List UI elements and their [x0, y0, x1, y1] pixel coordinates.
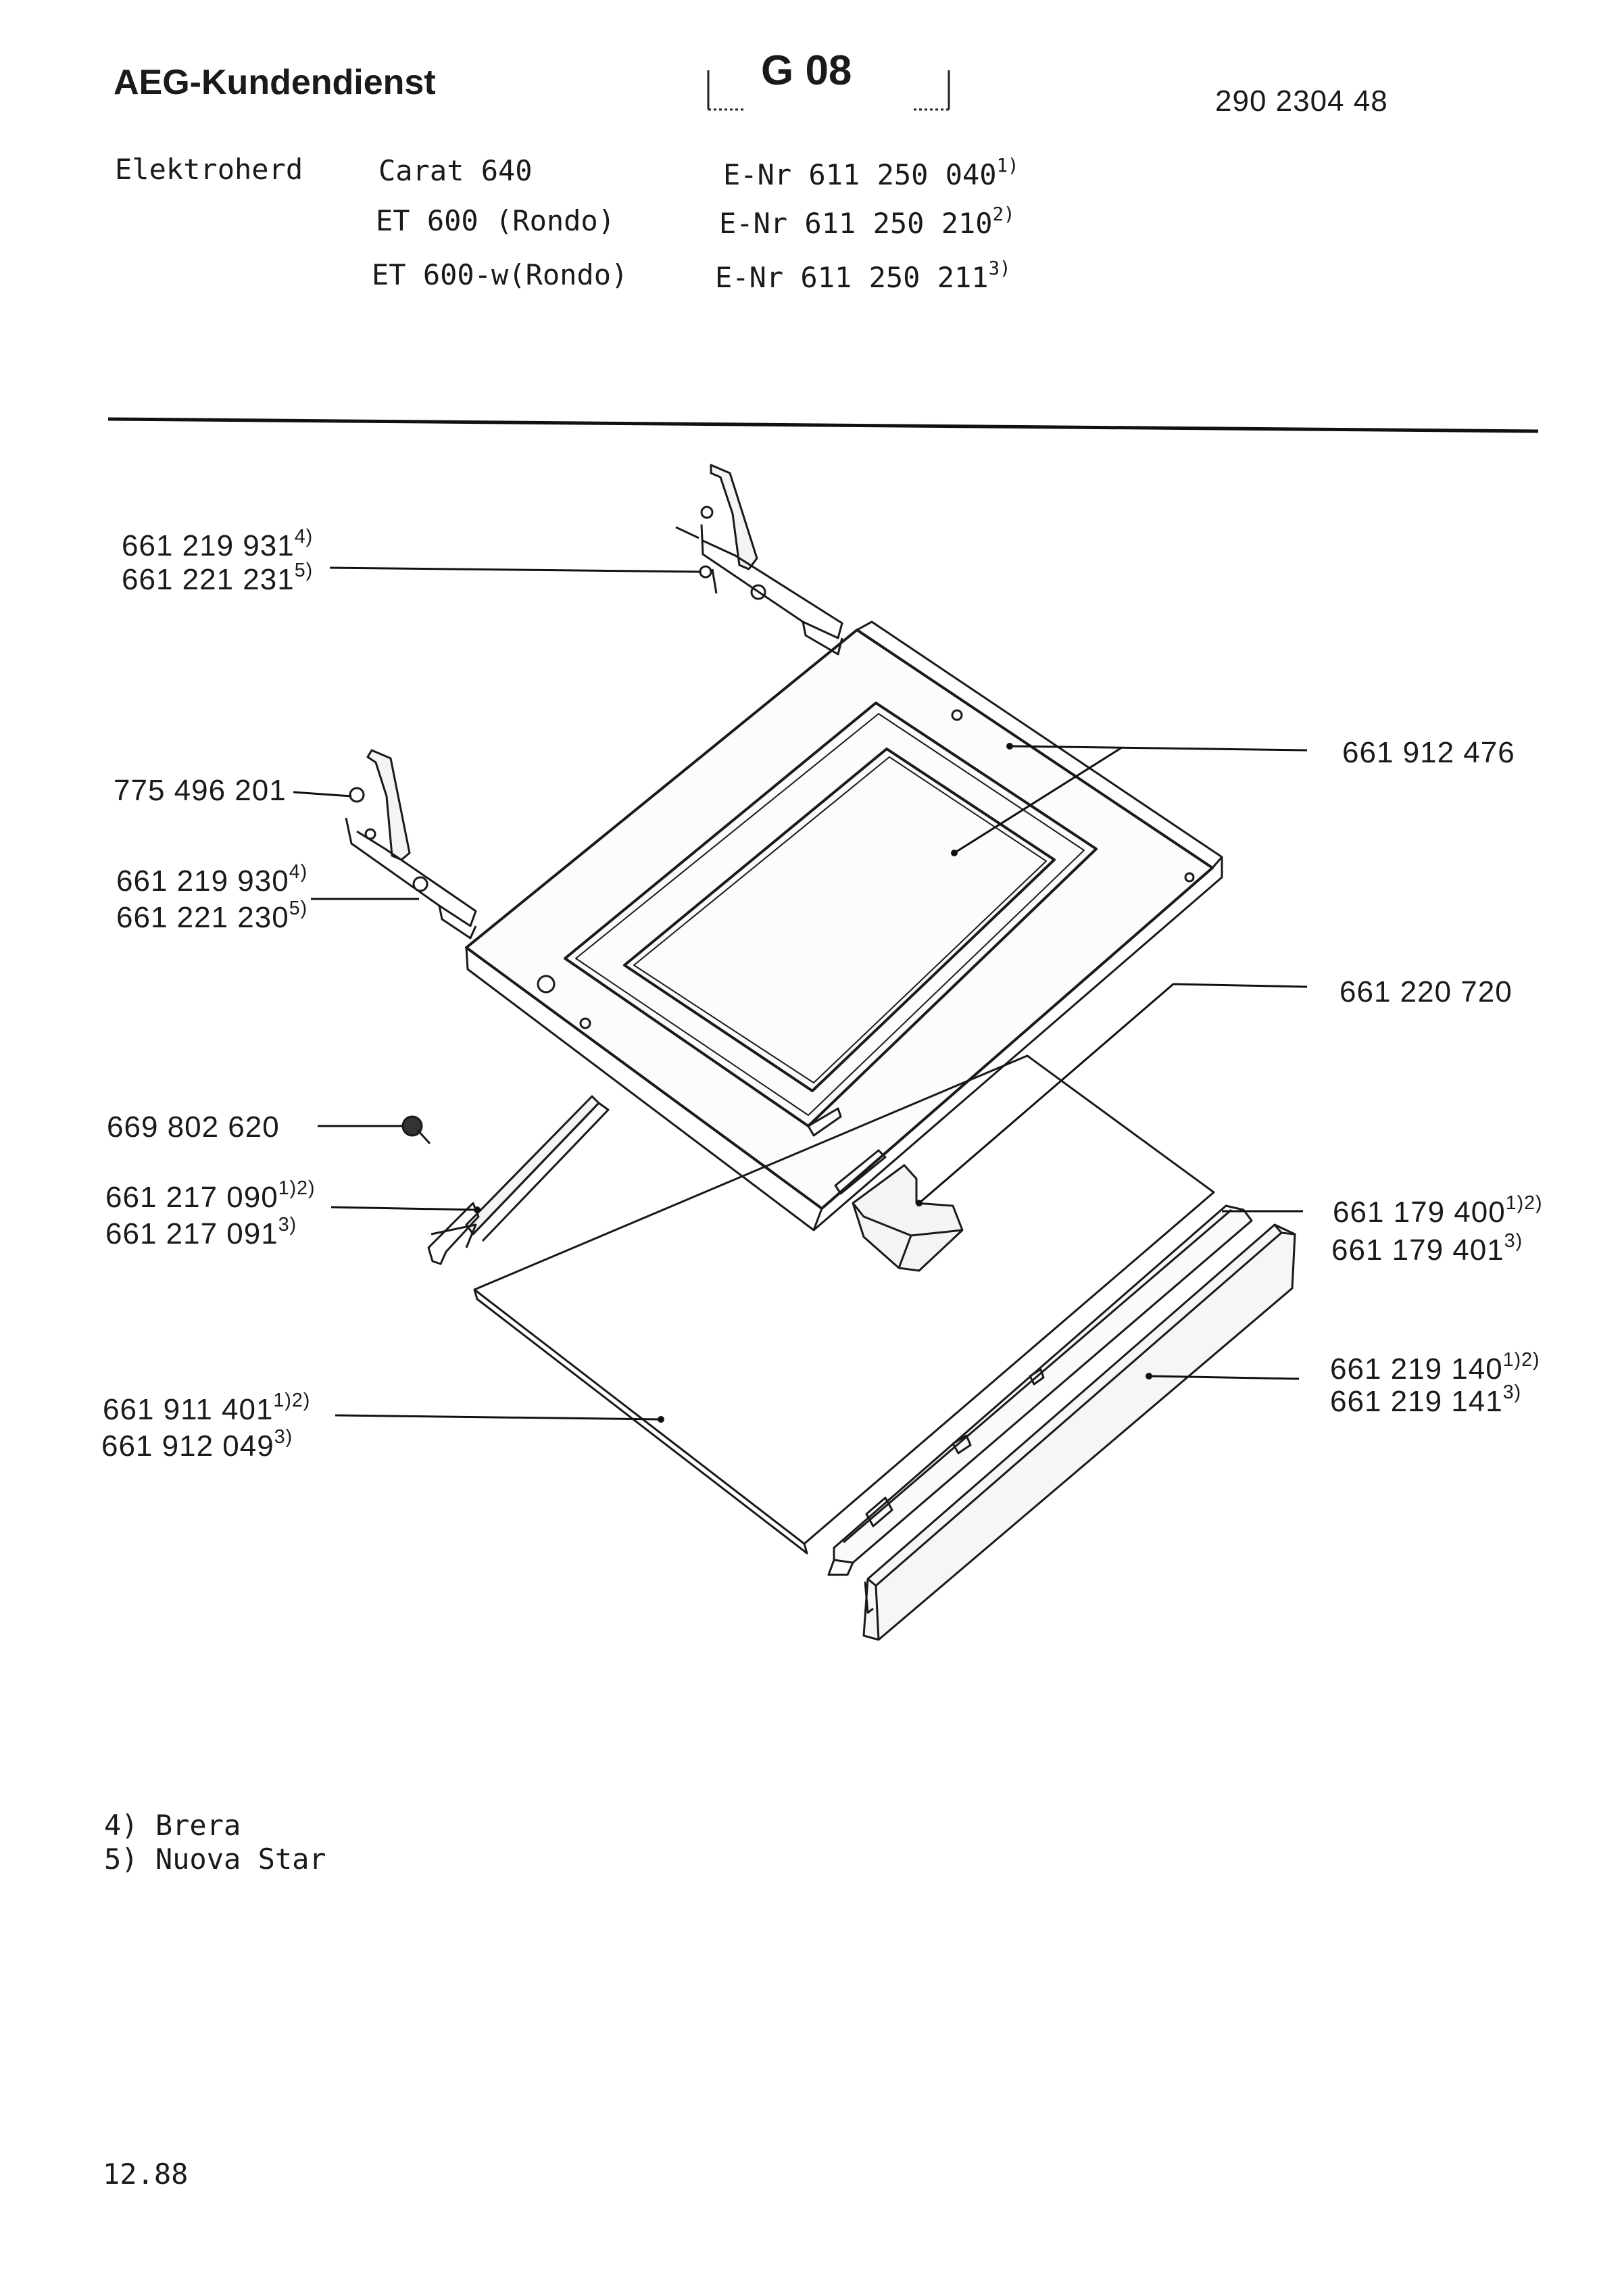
model-name-2: ET 600 (Rondo) [376, 204, 616, 237]
page-title: AEG-Kundendienst [114, 63, 436, 102]
part-label-handle: 661 220 720 [1340, 975, 1513, 1008]
window-glass [623, 748, 1056, 1092]
left-hinge [345, 749, 477, 939]
leader-door-panel [954, 745, 1308, 854]
section-code: G 08 [761, 47, 852, 94]
part-label-door-panel: 661 912 476 [1342, 736, 1515, 769]
glass-panel [473, 1054, 1215, 1545]
model-enr-2: E-Nr 611 250 2102) [719, 204, 1015, 240]
leader-hinge-right [329, 566, 701, 573]
model-name-1: Carat 640 [378, 154, 533, 187]
leader-side-rail [330, 1206, 478, 1211]
leader-screw [293, 791, 352, 798]
footnote-5: 5) Nuova Star [104, 1842, 326, 1876]
model-name-3: ET 600-w(Rondo) [372, 258, 629, 291]
footnote-4: 4) Brera [104, 1809, 241, 1842]
right-hinge [675, 464, 843, 656]
left-side-rail [465, 1095, 600, 1236]
product-type: Elektroherd [115, 153, 303, 186]
part-label-glass-b: 661 912 0493) [101, 1426, 293, 1463]
leader-front-strip [1148, 1375, 1300, 1380]
part-label-hinge-left-b: 661 221 2305) [116, 898, 308, 934]
part-label-trim-b: 661 179 4013) [1331, 1230, 1523, 1267]
leader-handle [918, 983, 1308, 1204]
knob-screw-drawing [401, 1115, 431, 1145]
part-label-glass-a: 661 911 4011)2) [103, 1390, 311, 1426]
part-label-trim-a: 661 179 4001)2) [1333, 1192, 1543, 1229]
part-label-side-rail-a: 661 217 0901)2) [105, 1177, 316, 1214]
part-label-knob-screw: 669 802 620 [107, 1110, 280, 1144]
header-rule [107, 417, 1539, 433]
handle-part [852, 1164, 964, 1272]
part-label-strip-b: 661 219 1413) [1330, 1382, 1522, 1418]
model-enr-1: E-Nr 611 250 0401) [723, 155, 1019, 191]
leader-glass [335, 1414, 662, 1421]
part-label-hinge-left-a: 661 219 9304) [116, 861, 308, 898]
issue-date: 12.88 [103, 2157, 189, 2191]
part-label-strip-a: 661 219 1401)2) [1330, 1349, 1540, 1386]
part-label-hinge-right-a: 661 219 9314) [122, 526, 314, 562]
part-label-screw: 775 496 201 [114, 774, 287, 807]
part-label-side-rail-b: 661 217 0913) [105, 1214, 297, 1250]
front-strip [862, 1223, 1296, 1641]
document-number: 290 2304 48 [1215, 84, 1388, 118]
part-label-hinge-right-b: 661 221 2315) [122, 560, 314, 596]
model-enr-3: E-Nr 611 250 2113) [715, 258, 1011, 294]
